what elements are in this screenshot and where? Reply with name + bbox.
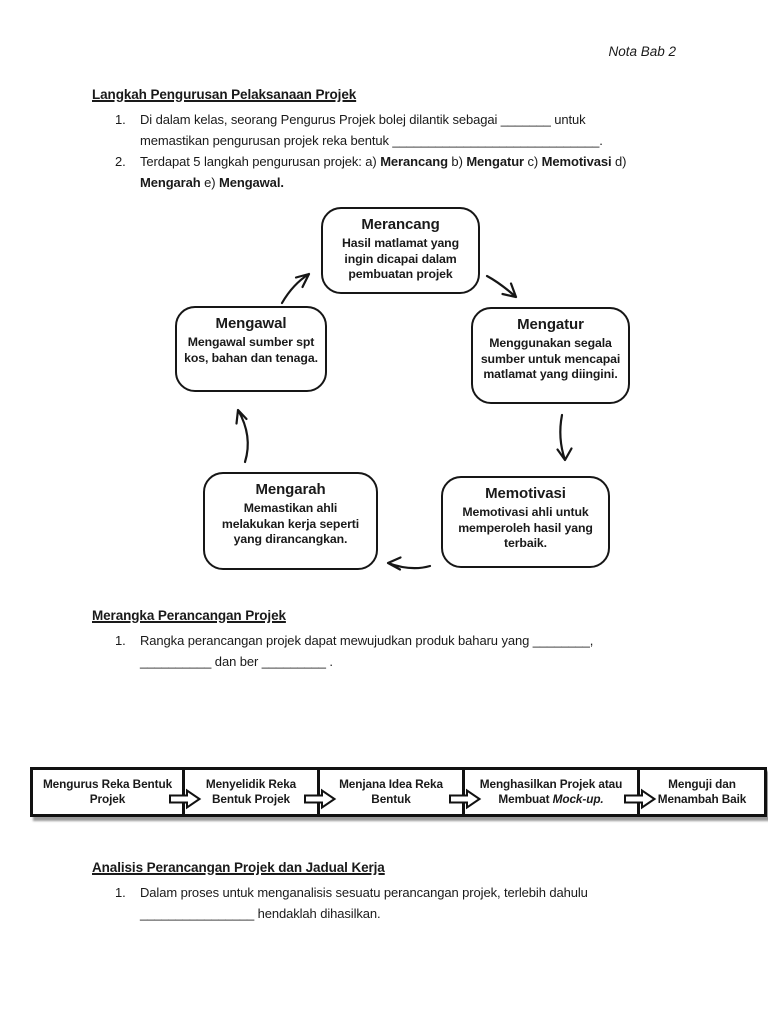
cycle-node-title: Merancang bbox=[361, 216, 440, 233]
arrow-mengatur-to-memotivasi-icon bbox=[556, 413, 573, 462]
flow-step-label: Membuat Mock-up. bbox=[498, 792, 604, 806]
arrow-mengawal-to-merancang-icon bbox=[280, 272, 311, 305]
list-item: 2. Terdapat 5 langkah pengurusan projek:… bbox=[115, 151, 626, 193]
cycle-node-body: Hasil matlamat yang ingin dicapai dalam … bbox=[341, 236, 460, 281]
list-number: 1. bbox=[115, 112, 126, 127]
flow-step-label: Menjana Idea Reka bbox=[339, 776, 443, 791]
flow-block-arrow-icon bbox=[624, 788, 657, 810]
item-line: memastikan pengurusan projek reka bentuk… bbox=[140, 133, 603, 148]
cycle-node-mengarah: Mengarah Memastikan ahli melakukan kerja… bbox=[203, 472, 378, 570]
list-item: 1. Rangka perancangan projek dapat mewuj… bbox=[115, 630, 593, 672]
cycle-node-title: Mengatur bbox=[517, 316, 584, 333]
list-item: 1. Dalam proses untuk menganalisis sesua… bbox=[115, 882, 588, 924]
cycle-node-merancang: Merancang Hasil matlamat yang ingin dica… bbox=[321, 207, 480, 294]
section-heading-analisis: Analisis Perancangan Projek dan Jadual K… bbox=[92, 860, 385, 875]
cycle-node-body: Memotivasi ahli untuk memperoleh hasil y… bbox=[458, 505, 593, 550]
list-item-text: Di dalam kelas, seorang Pengurus Projek … bbox=[140, 109, 603, 151]
cycle-node-mengatur: Mengatur Menggunakan segala sumber untuk… bbox=[471, 307, 630, 404]
cycle-node-title: Mengarah bbox=[255, 481, 326, 498]
flow-step-label: Menghasilkan Projek atau bbox=[479, 776, 623, 791]
cycle-node-mengawal: Mengawal Mengawal sumber spt kos, bahan … bbox=[175, 306, 327, 392]
cycle-node-title: Mengawal bbox=[215, 315, 287, 332]
arrow-mengarah-to-mengawal-icon bbox=[235, 408, 249, 464]
list-number: 2. bbox=[115, 154, 126, 169]
flow-step-menyelidik: Menyelidik Reka Bentuk Projek bbox=[185, 770, 320, 814]
cycle-node-title: Memotivasi bbox=[485, 485, 566, 502]
list-item-text: Terdapat 5 langkah pengurusan projek: a)… bbox=[140, 151, 626, 193]
item-line: ________________ hendaklah dihasilkan. bbox=[140, 906, 381, 921]
list-number: 1. bbox=[115, 633, 126, 648]
list-item: 1. Di dalam kelas, seorang Pengurus Proj… bbox=[115, 109, 603, 151]
item-line: Rangka perancangan projek dapat mewujudk… bbox=[140, 633, 594, 648]
cycle-node-memotivasi: Memotivasi Memotivasi ahli untuk mempero… bbox=[441, 476, 610, 568]
item-line: Terdapat 5 langkah pengurusan projek: a)… bbox=[140, 154, 627, 169]
list-item-text: Rangka perancangan projek dapat mewujudk… bbox=[140, 630, 593, 672]
flow-block-arrow-icon bbox=[169, 788, 202, 810]
flow-step-label: Bentuk bbox=[371, 792, 411, 806]
flow-step-label: Projek bbox=[89, 792, 126, 806]
item-line: Mengarah e) Mengawal. bbox=[140, 175, 284, 190]
flow-step-mengurus: Mengurus Reka Bentuk Projek bbox=[33, 770, 185, 814]
flow-step-label: Menambah Baik bbox=[657, 792, 747, 806]
flow-block-arrow-icon bbox=[304, 788, 337, 810]
item-line: Dalam proses untuk menganalisis sesuatu … bbox=[140, 885, 588, 900]
cycle-node-body: Memastikan ahli melakukan kerja seperti … bbox=[221, 501, 360, 546]
flow-step-menjana: Menjana Idea Reka Bentuk bbox=[320, 770, 465, 814]
flow-step-menghasilkan: Menghasilkan Projek atau Membuat Mock-up… bbox=[465, 770, 640, 814]
list-item-text: Dalam proses untuk menganalisis sesuatu … bbox=[140, 882, 588, 924]
item-line: Di dalam kelas, seorang Pengurus Projek … bbox=[140, 112, 586, 127]
flow-step-label: Menyelidik Reka bbox=[205, 776, 297, 791]
flow-step-menguji: Menguji dan Menambah Baik bbox=[640, 770, 764, 814]
list-number: 1. bbox=[115, 885, 126, 900]
section-heading-merangka: Merangka Perancangan Projek bbox=[92, 608, 286, 623]
item-line: __________ dan ber _________ . bbox=[140, 654, 333, 669]
flow-step-label: Menguji dan bbox=[668, 776, 736, 791]
flow-step-label: Bentuk Projek bbox=[211, 792, 291, 806]
flow-block-arrow-icon bbox=[449, 788, 482, 810]
section-heading-langkah: Langkah Pengurusan Pelaksanaan Projek bbox=[92, 87, 357, 102]
flow-step-label: Mengurus Reka Bentuk bbox=[42, 776, 173, 791]
arrow-merancang-to-mengatur-icon bbox=[485, 274, 518, 299]
cycle-node-body: Mengawal sumber spt kos, bahan dan tenag… bbox=[184, 335, 318, 365]
cycle-node-body: Menggunakan segala sumber untuk mencapai… bbox=[480, 336, 621, 381]
arrow-memotivasi-to-mengarah-icon bbox=[386, 556, 432, 571]
page-note: Nota Bab 2 bbox=[608, 44, 676, 59]
